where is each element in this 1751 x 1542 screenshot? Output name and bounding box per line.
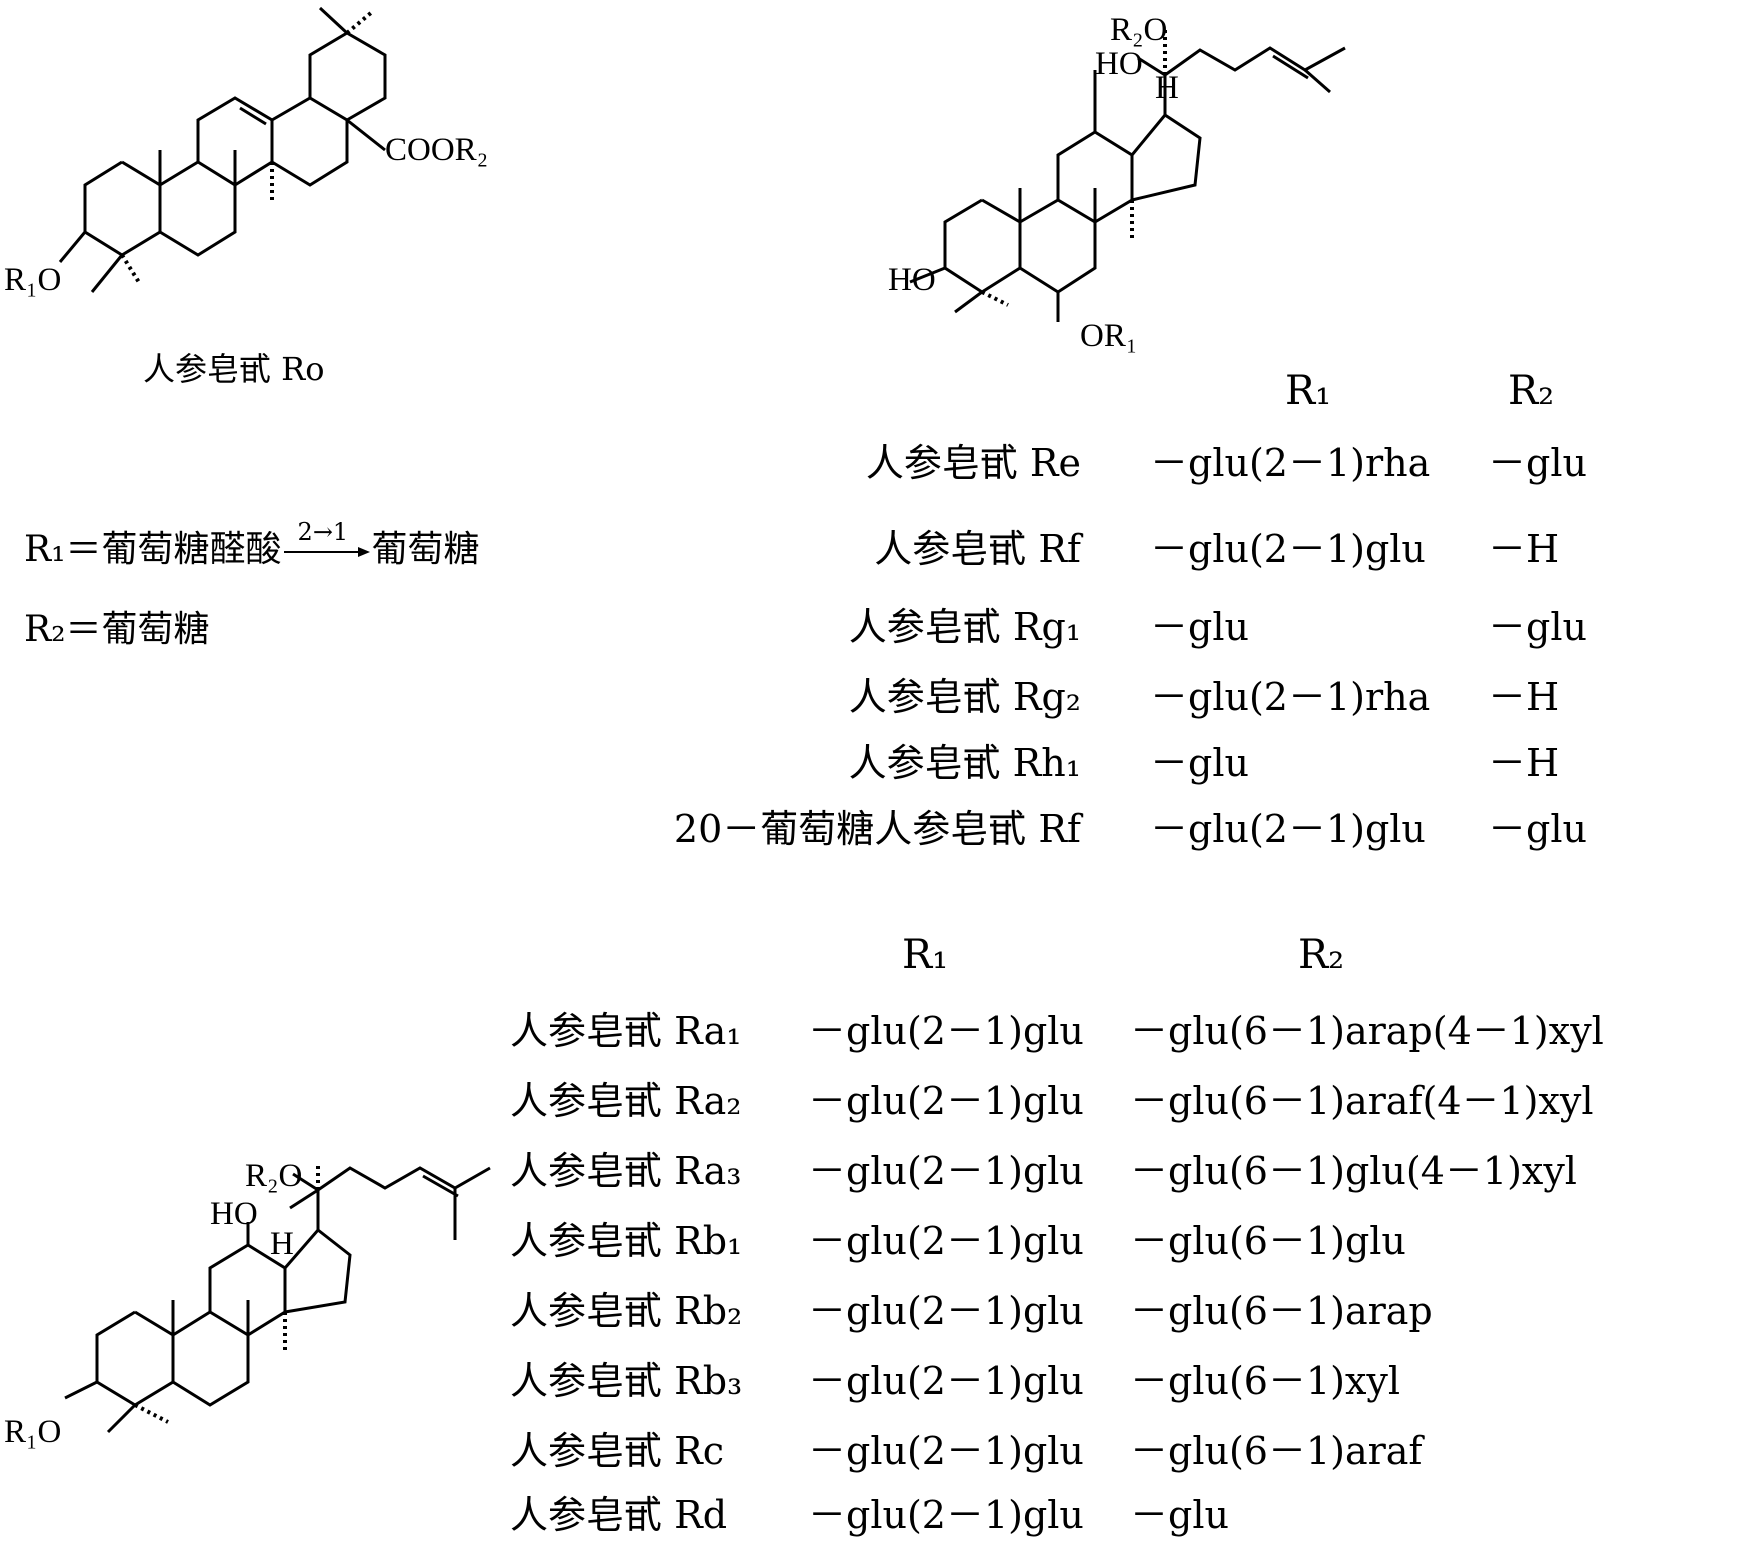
ppt-skeleton-bonds [909,46,1346,322]
ppd-skeleton-bonds [64,1166,491,1434]
ppd-row-r2: －glu(6－1)araf(4－1)xyl [1130,1079,1594,1123]
ro-r1o-label: R₁O [4,262,62,298]
ppt-or1-label: OR₁ [1080,318,1138,354]
ppt-row-r1: －glu(2－1)rha [1150,675,1431,719]
ppt-ho12-label: HO [1095,46,1143,82]
ppt-row-r2: －glu [1488,807,1587,851]
ro-r1-left: R₁＝葡萄糖醛酸 [24,529,282,570]
ro-caption: 人参皂甙 Ro [143,350,325,388]
ppd-row-r1: －glu(2－1)glu [808,1149,1084,1193]
ppt-header-r2: R₂ [1508,368,1555,414]
ppd-row-r2: －glu(6－1)araf [1130,1429,1423,1473]
ppd-row-r1: －glu(2－1)glu [808,1493,1084,1537]
ppt-row-r2: －H [1488,675,1560,719]
ro-coor2-label: COOR₂ [385,132,489,168]
ppd-row-name: 人参皂甙 Rc [510,1429,724,1473]
ro-r2-definition: R₂＝葡萄糖 [24,609,210,650]
ppt-row-r1: －glu(2－1)glu [1150,527,1426,571]
ppt-ho3-label: HO [888,262,936,298]
ppt-row-r1: －glu(2－1)glu [1150,807,1426,851]
ppt-row-r1: －glu [1150,605,1249,649]
ppd-ho-label: HO [210,1196,258,1232]
ppt-stereo-bonds [981,30,1167,307]
ppt-row-name: 人参皂甙 Rg₂ [848,675,1081,719]
ppt-h-label: H [1155,70,1179,106]
ppd-r1o-label: R₁O [4,1414,62,1450]
ro-r1-definition: R₁＝葡萄糖醛酸 2→1 葡萄糖 [24,518,480,572]
ppd-h-label: H [270,1226,294,1262]
ppd-row-name: 人参皂甙 Rb₃ [510,1359,743,1403]
ppd-structure [64,1162,491,1434]
ppd-row-r1: －glu(2－1)glu [808,1429,1084,1473]
ppd-row-name: 人参皂甙 Ra₃ [510,1149,742,1193]
ppd-header-r2: R₂ [1298,932,1345,978]
ppd-row-r1: －glu(2－1)glu [808,1079,1084,1123]
ppd-header-r1: R₁ [902,932,949,978]
ppt-row-r1: －glu [1150,741,1249,785]
ppd-row-name: 人参皂甙 Ra₁ [510,1009,742,1053]
ro-structure [58,6,387,293]
ro-skeleton-bonds [58,6,387,293]
ro-r1-arrow: 2→1 [282,518,372,562]
ppt-row-r2: －glu [1488,605,1587,649]
ppt-row-r2: －H [1488,527,1560,571]
ppd-row-name: 人参皂甙 Rd [510,1493,728,1537]
ppt-row-name: 人参皂甙 Rf [874,527,1081,571]
ppd-stereo-bonds [134,1162,320,1424]
arrow-icon [283,547,370,557]
ppd-row-r2: －glu(6－1)glu(4－1)xyl [1130,1149,1577,1193]
ppt-header-r1: R₁ [1285,368,1332,414]
ppd-row-r1: －glu(2－1)glu [808,1359,1084,1403]
ppd-row-r2: －glu(6－1)arap [1130,1289,1433,1333]
ppd-row-r2: －glu(6－1)xyl [1130,1359,1401,1403]
ppt-row-name: 人参皂甙 Rh₁ [848,741,1081,785]
ro-stereo-bonds [120,10,374,286]
ppd-row-r1: －glu(2－1)glu [808,1009,1084,1053]
ppd-row-r1: －glu(2－1)glu [808,1289,1084,1333]
ppd-row-r2: －glu [1130,1493,1229,1537]
ppt-row-name: 人参皂甙 Rg₁ [848,605,1081,649]
ppd-row-r1: －glu(2－1)glu [808,1219,1084,1263]
ppt-row-r1: －glu(2－1)rha [1150,441,1431,485]
ppt-row-r2: －H [1488,741,1560,785]
ppt-row-name: 人参皂甙 Re [865,441,1081,485]
ppt-r2o-label: R₂O [1110,12,1168,48]
ppd-row-r2: －glu(6－1)arap(4－1)xyl [1130,1009,1604,1053]
ro-r1-right: 葡萄糖 [371,529,480,570]
ro-r1-arrow-label: 2→1 [297,518,349,546]
ppt-row-name: 20－葡萄糖人参皂甙 Rf [673,807,1081,851]
ppt-structure [909,30,1346,322]
ppd-r2o-label: R₂O [245,1158,303,1194]
ppd-row-r2: －glu(6－1)glu [1130,1219,1406,1263]
ppd-row-name: 人参皂甙 Rb₁ [510,1219,743,1263]
ppd-row-name: 人参皂甙 Rb₂ [510,1289,743,1333]
ppt-row-r2: －glu [1488,441,1587,485]
ppd-row-name: 人参皂甙 Ra₂ [510,1079,742,1123]
